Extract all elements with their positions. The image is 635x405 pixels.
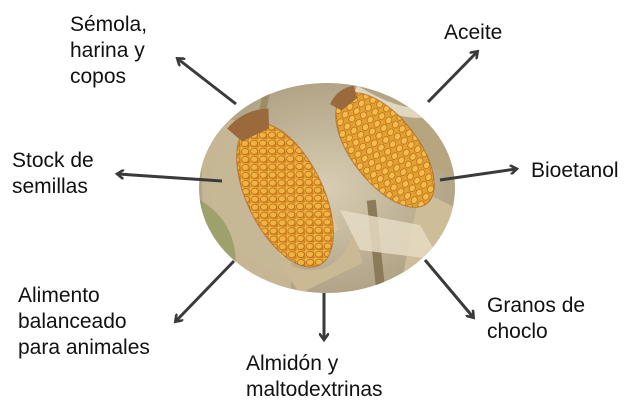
label-alimento-line1: Alimento bbox=[18, 283, 150, 309]
label-almidon-line1: Almidón y bbox=[246, 351, 383, 377]
label-stock-line1: Stock de bbox=[12, 148, 94, 174]
label-semola-line3: copos bbox=[70, 64, 147, 90]
label-granos-line1: Granos de bbox=[487, 293, 585, 319]
label-alimento-line3: para animales bbox=[18, 335, 150, 361]
label-aceite: Aceite bbox=[444, 20, 502, 46]
corn-ears-photo bbox=[195, 71, 460, 300]
label-stock: Stock de semillas bbox=[12, 148, 94, 200]
label-semola-line1: Sémola, bbox=[70, 12, 147, 38]
label-semola-line2: harina y bbox=[70, 38, 147, 64]
arrow-icon-semola bbox=[178, 59, 236, 104]
arrow-icon-granos bbox=[425, 260, 473, 317]
label-aceite-line1: Aceite bbox=[444, 20, 502, 46]
label-granos: Granos de choclo bbox=[487, 293, 585, 345]
label-stock-line2: semillas bbox=[12, 174, 94, 200]
label-almidon-line2: maltodextrinas bbox=[246, 377, 383, 403]
arrow-icon-alimento bbox=[176, 261, 234, 321]
label-almidon: Almidón y maltodextrinas bbox=[246, 351, 383, 403]
label-alimento-line2: balanceado bbox=[18, 309, 150, 335]
label-granos-line2: choclo bbox=[487, 319, 585, 345]
label-bioetanol-line1: Bioetanol bbox=[531, 158, 619, 184]
label-bioetanol: Bioetanol bbox=[531, 158, 619, 184]
arrow-icon-aceite bbox=[428, 52, 477, 102]
label-semola: Sémola, harina y copos bbox=[70, 12, 147, 90]
label-alimento: Alimento balanceado para animales bbox=[18, 283, 150, 361]
